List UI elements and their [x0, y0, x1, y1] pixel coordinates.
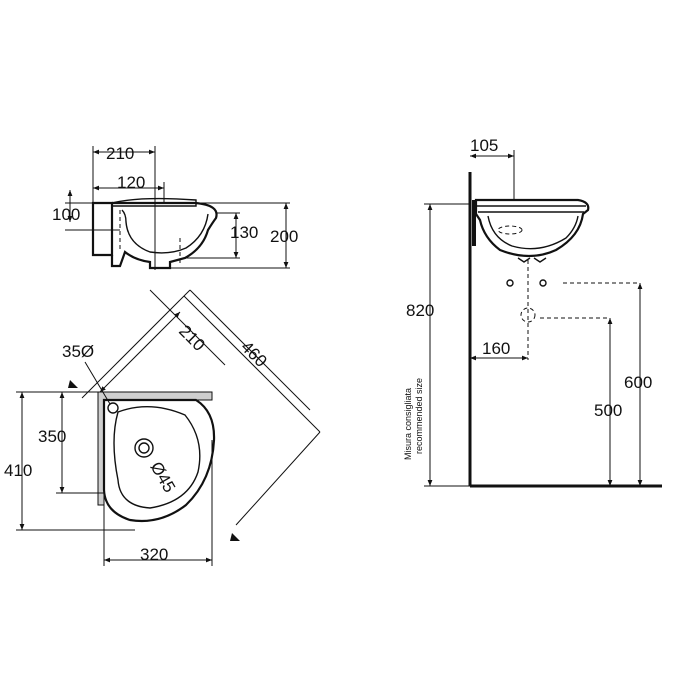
- tap-hole: [107, 402, 119, 414]
- side-drain-detail: [497, 225, 523, 235]
- note-recommended: recommended size: [414, 378, 424, 454]
- dim-500: 500: [594, 401, 622, 420]
- dim-600: 600: [624, 373, 652, 392]
- dim-120: 120: [117, 173, 145, 192]
- plan-basin-inner: [113, 405, 201, 509]
- section-basin-inner: [121, 209, 209, 254]
- plan-wall-top: [97, 391, 213, 506]
- dim-drain-45: Ø45: [147, 459, 180, 496]
- dim-100: 100: [52, 205, 80, 224]
- side-basin-inner: [487, 215, 579, 250]
- drain-inner: [138, 442, 150, 454]
- side-basin-outer: [474, 198, 590, 258]
- waste-outlet: [520, 307, 536, 323]
- dim-160: 160: [482, 339, 510, 358]
- section-wall-plate: [91, 201, 114, 257]
- note-misura: Misura consigliata: [403, 388, 413, 460]
- dim-130: 130: [230, 223, 258, 242]
- dim-350: 350: [38, 427, 66, 446]
- drain-outer: [134, 438, 154, 458]
- supply-right: [539, 279, 547, 287]
- supply-left: [506, 279, 514, 287]
- section-hidden-lines: [119, 210, 181, 264]
- side-basin-rim: [476, 205, 586, 213]
- plan-basin-outer: [102, 398, 216, 523]
- dim-35-hole: 35Ø: [62, 342, 94, 361]
- dim-820: 820: [406, 301, 434, 320]
- section-basin-outline: [110, 201, 218, 270]
- side-bracket: [472, 200, 476, 246]
- section-basin-rim: [111, 197, 197, 207]
- dim-200: 200: [270, 227, 298, 246]
- dim-105: 105: [470, 136, 498, 155]
- plan-view: 35Ø 210 460 350 410 Ø45 320: [4, 289, 321, 566]
- dim-410: 410: [4, 461, 32, 480]
- dim-210-diag: 210: [175, 321, 208, 354]
- section-view: 210 120 100 130 200: [52, 144, 298, 270]
- dim-320: 320: [140, 545, 168, 564]
- side-view: 105 820 Misura consigliata recommended s…: [403, 136, 662, 488]
- dim-210-top: 210: [106, 144, 134, 163]
